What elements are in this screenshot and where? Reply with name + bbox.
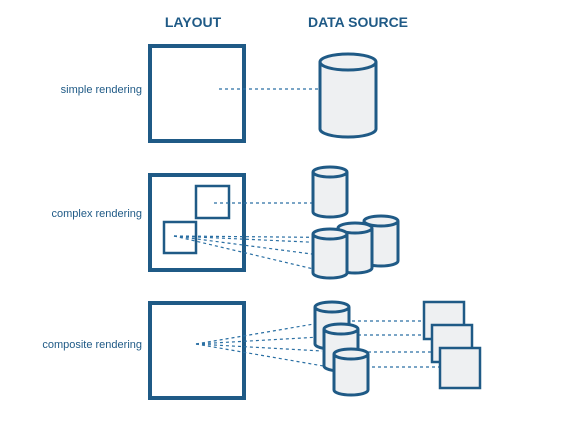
composite-layout-frame: [148, 301, 246, 400]
complex-database-icon-middle: [336, 221, 374, 275]
composite-rendering-label: composite rendering: [42, 339, 142, 351]
simple-rendering-row: simple rendering: [61, 44, 378, 143]
composite-database-icon-bottom: [332, 347, 370, 397]
data-source-header: DATA SOURCE: [308, 14, 408, 30]
composite-rendering-row: composite rendering: [42, 300, 482, 400]
simple-rendering-label: simple rendering: [61, 84, 142, 96]
complex-rendering-label: complex rendering: [52, 208, 143, 220]
simple-database-icon: [318, 52, 378, 139]
complex-database-icon-front: [311, 227, 349, 280]
complex-rendering-row: complex rendering: [52, 165, 400, 280]
composite-connector-documents: [340, 320, 474, 368]
complex-subframe-top: [194, 184, 231, 220]
composite-document-icon-3: [438, 346, 482, 390]
composite-connector-fan: [195, 322, 339, 369]
complex-database-icon-single: [311, 165, 349, 219]
layout-header: LAYOUT: [165, 14, 222, 30]
simple-layout-frame: [148, 44, 246, 143]
